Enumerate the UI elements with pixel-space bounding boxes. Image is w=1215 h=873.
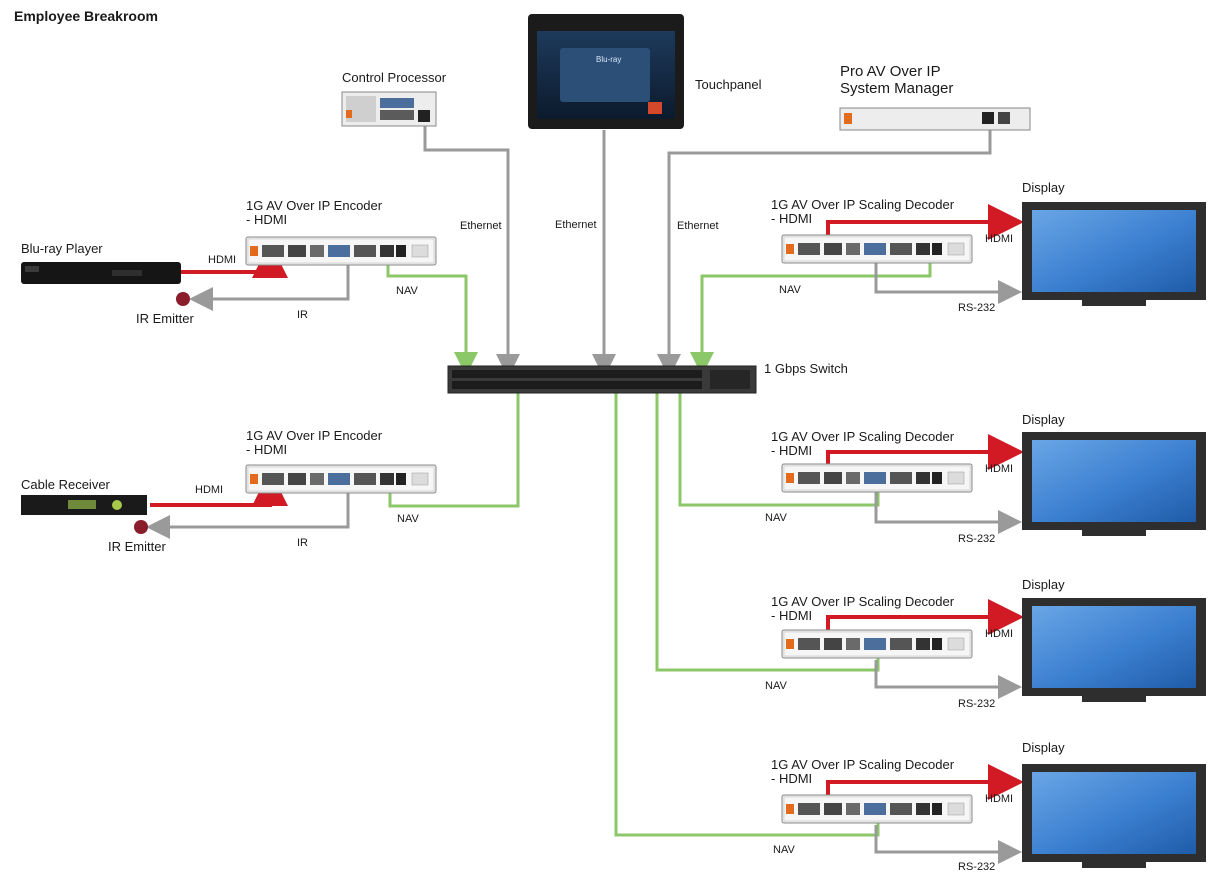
encoder-2-label-2: - HDMI [246, 442, 287, 457]
ir-wire-1 [189, 253, 350, 311]
rs232-wire-4 [874, 825, 1022, 864]
encoder-2: 1G AV Over IP Encoder - HDMI [245, 428, 437, 494]
touchpanel-screen-source: Blu-ray [596, 55, 621, 64]
decoder-1-label-1: 1G AV Over IP Scaling Decoder [771, 197, 955, 212]
decoder-4-label-1: 1G AV Over IP Scaling Decoder [771, 757, 955, 772]
nav-label-encoder-1: NAV [396, 285, 418, 297]
wire-labels: Ethernet Ethernet Ethernet HDMI HDMI HDM… [195, 219, 1013, 873]
switch-label: 1 Gbps Switch [764, 361, 848, 376]
rs232-label-3: RS-232 [958, 698, 995, 710]
rs232-wire-3 [874, 660, 1022, 699]
nav-label-decoder-3: NAV [765, 680, 787, 692]
page-title: Employee Breakroom [14, 8, 158, 24]
ir-emitter-2: IR Emitter [108, 520, 166, 554]
hdmi-label-display-2: HDMI [985, 463, 1013, 475]
decoder-3-label-2: - HDMI [771, 608, 812, 623]
decoder-1: 1G AV Over IP Scaling Decoder - HDMI [771, 197, 973, 264]
rs232-label-4: RS-232 [958, 861, 995, 873]
ir-wire-2 [146, 478, 350, 539]
encoder-1: 1G AV Over IP Encoder - HDMI [245, 198, 437, 266]
rs232-label-1: RS-232 [958, 302, 995, 314]
decoder-4: 1G AV Over IP Scaling Decoder - HDMI [771, 757, 973, 824]
decoder-4-label-2: - HDMI [771, 771, 812, 786]
encoder-1-label-1: 1G AV Over IP Encoder [246, 198, 383, 213]
encoder-2-label-1: 1G AV Over IP Encoder [246, 428, 383, 443]
system-manager-label-2: System Manager [840, 80, 953, 97]
touchpanel-label: Touchpanel [695, 77, 762, 92]
display-4-label: Display [1022, 740, 1065, 755]
ethernet-label-2: Ethernet [555, 219, 597, 231]
encoder-1-label-2: - HDMI [246, 212, 287, 227]
rs232-label-2: RS-232 [958, 533, 995, 545]
ethernet-wire-system-manager [657, 122, 992, 378]
display-3: Display [1022, 577, 1206, 702]
ir-emitter-1: IR Emitter [136, 292, 194, 326]
nav-wire-decoder-4 [614, 393, 880, 837]
nav-wire-decoder-1 [690, 247, 932, 376]
control-processor: Control Processor [341, 70, 447, 127]
control-processor-label: Control Processor [342, 70, 447, 85]
display-3-label: Display [1022, 577, 1065, 592]
rs232-wire-1 [874, 258, 1022, 304]
nav-wire-decoder-3 [655, 393, 880, 672]
touchpanel: Blu-ray Touchpanel [528, 14, 762, 129]
nav-label-decoder-4: NAV [773, 844, 795, 856]
ir-emitter-1-label: IR Emitter [136, 311, 194, 326]
ethernet-wire-control-processor [423, 125, 520, 378]
decoder-2-label-2: - HDMI [771, 443, 812, 458]
hdmi-label-bluray: HDMI [208, 254, 236, 266]
decoder-2: 1G AV Over IP Scaling Decoder - HDMI [771, 429, 973, 493]
display-2: Display [1022, 412, 1206, 536]
network-switch: 1 Gbps Switch [447, 361, 848, 394]
display-4: Display [1022, 740, 1206, 868]
decoder-1-label-2: - HDMI [771, 211, 812, 226]
rs232-wire-2 [874, 486, 1022, 534]
decoder-2-label-1: 1G AV Over IP Scaling Decoder [771, 429, 955, 444]
hdmi-label-display-3: HDMI [985, 628, 1013, 640]
system-manager-label-1: Pro AV Over IP [840, 63, 941, 80]
nav-wire-encoder-1 [386, 253, 478, 376]
hdmi-label-cable: HDMI [195, 484, 223, 496]
nav-label-decoder-1: NAV [779, 284, 801, 296]
nav-label-encoder-2: NAV [397, 513, 419, 525]
ir-label-1: IR [297, 309, 308, 321]
decoder-3: 1G AV Over IP Scaling Decoder - HDMI [771, 594, 973, 659]
display-1-label: Display [1022, 180, 1065, 195]
bluray-label: Blu-ray Player [21, 241, 103, 256]
cable-receiver-label: Cable Receiver [21, 477, 111, 492]
cable-receiver: Cable Receiver [21, 477, 147, 515]
ir-emitter-2-label: IR Emitter [108, 539, 166, 554]
decoder-3-label-1: 1G AV Over IP Scaling Decoder [771, 594, 955, 609]
hdmi-label-display-1: HDMI [985, 233, 1013, 245]
display-2-label: Display [1022, 412, 1065, 427]
hdmi-label-display-4: HDMI [985, 793, 1013, 805]
ethernet-label-1: Ethernet [460, 220, 502, 232]
ethernet-label-3: Ethernet [677, 220, 719, 232]
ir-label-2: IR [297, 537, 308, 549]
bluray-player: Blu-ray Player [21, 241, 181, 284]
display-1: Display [1022, 180, 1206, 306]
nav-label-decoder-2: NAV [765, 512, 787, 524]
system-manager: Pro AV Over IP System Manager [839, 63, 1031, 131]
